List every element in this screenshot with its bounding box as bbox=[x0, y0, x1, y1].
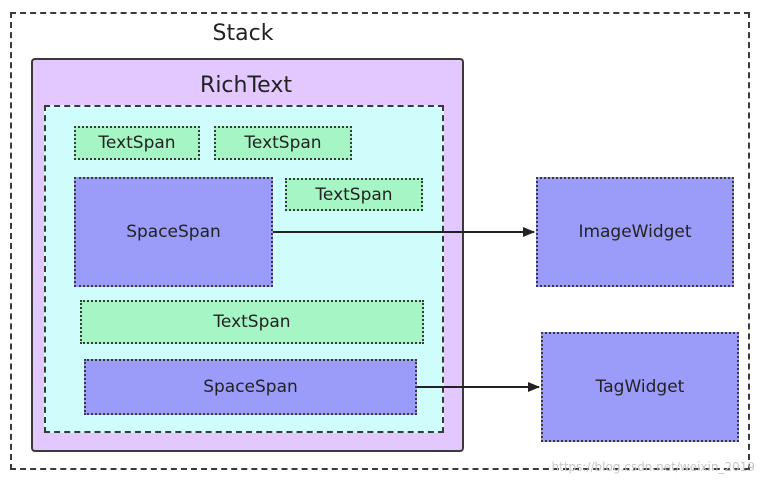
stack-label: Stack bbox=[212, 20, 274, 46]
textspan-3: TextSpan bbox=[285, 178, 423, 211]
textspan-4: TextSpan bbox=[80, 300, 424, 344]
spacespan-1: SpaceSpan bbox=[74, 177, 273, 287]
watermark-text: https://blog.csdn.net/weixin_2019 bbox=[551, 460, 755, 474]
textspan-1: TextSpan bbox=[74, 126, 200, 160]
richtext-label: RichText bbox=[200, 72, 292, 98]
spacespan-2: SpaceSpan bbox=[84, 359, 417, 415]
image-widget: ImageWidget bbox=[536, 177, 734, 287]
tag-widget: TagWidget bbox=[541, 332, 739, 442]
textspan-2: TextSpan bbox=[214, 126, 352, 160]
